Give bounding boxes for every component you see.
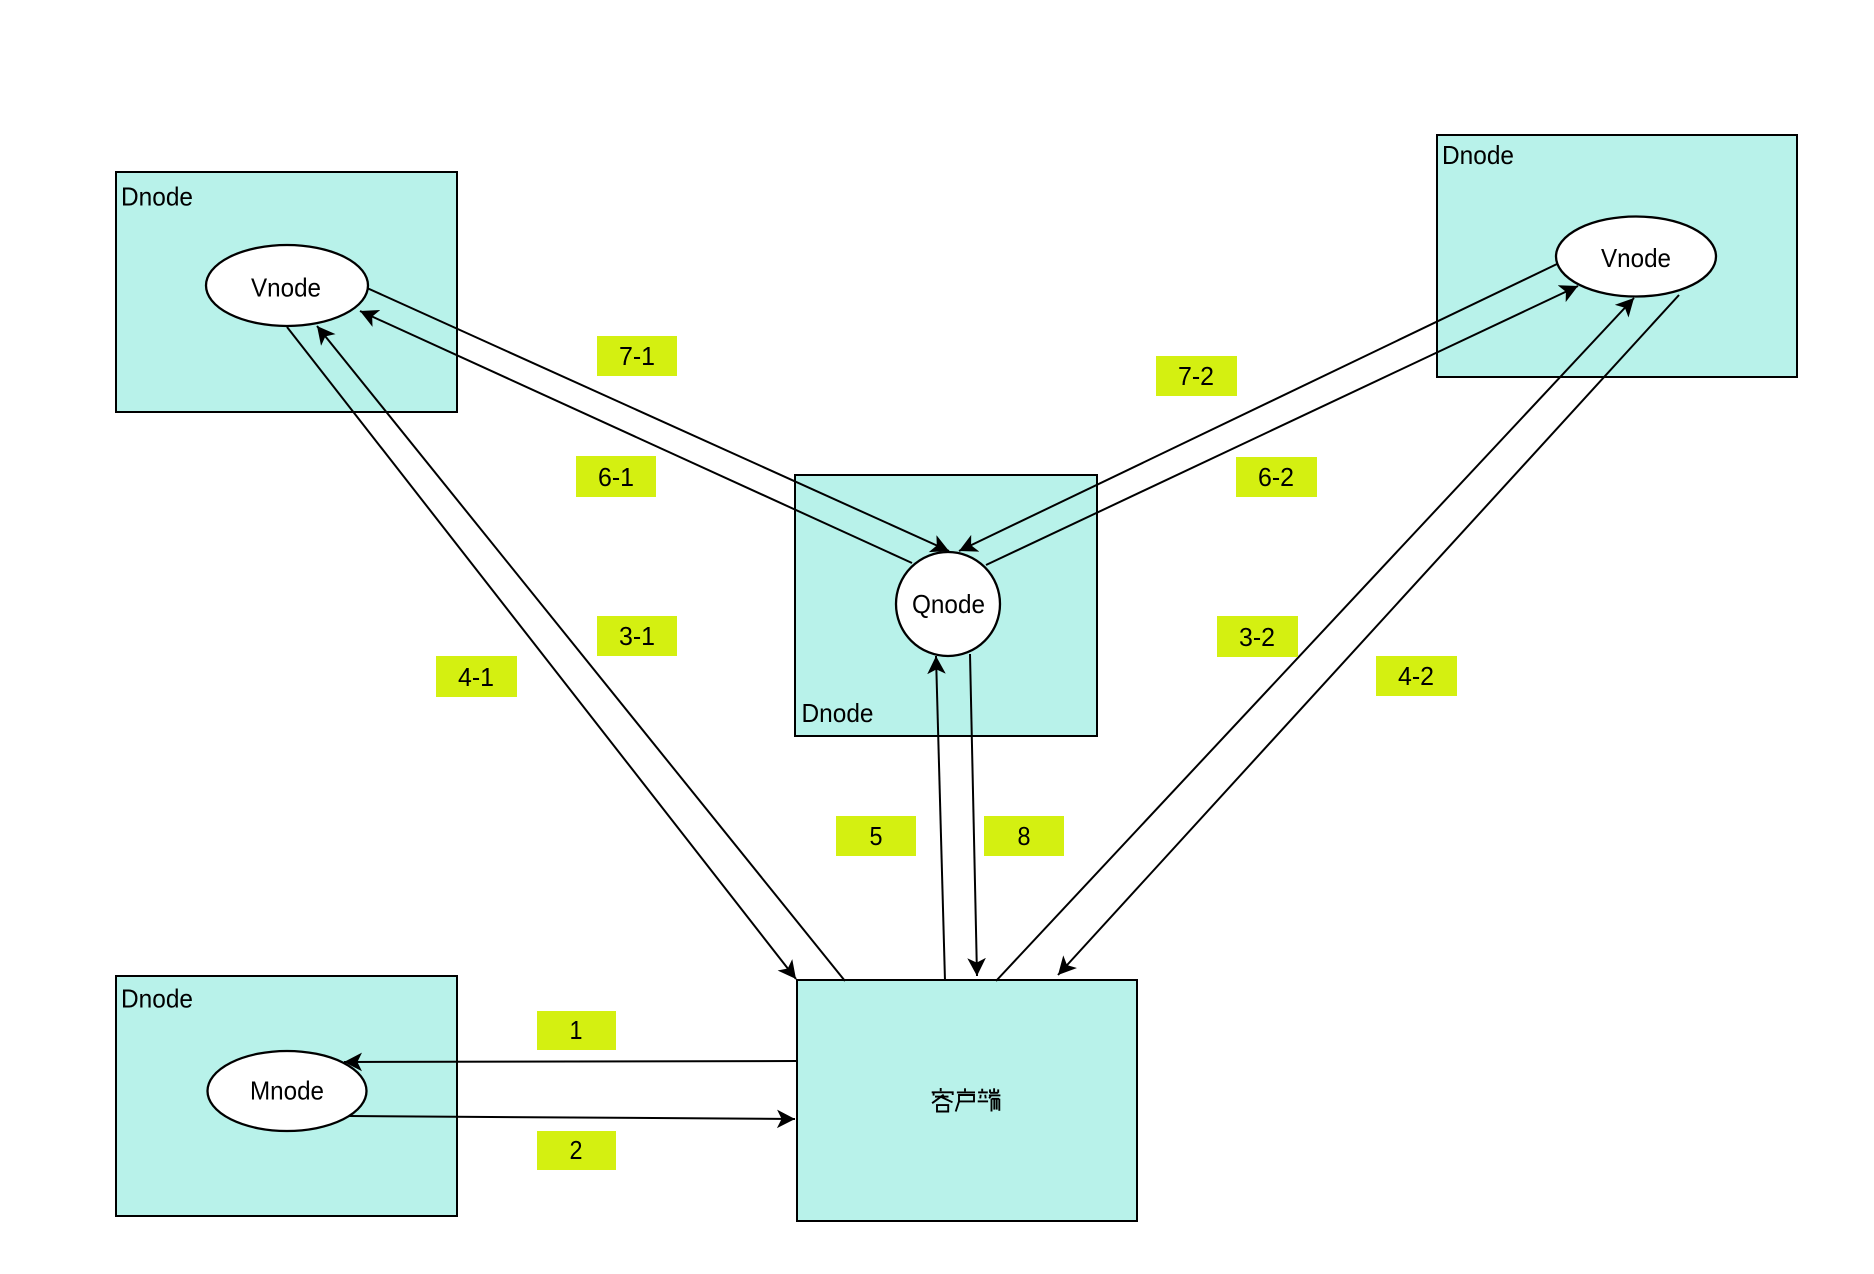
svg-text:Dnode: Dnode [121, 182, 193, 212]
svg-text:Dnode: Dnode [802, 698, 874, 728]
svg-text:Dnode: Dnode [1442, 140, 1514, 170]
svg-text:2: 2 [570, 1135, 583, 1165]
svg-text:8: 8 [1018, 821, 1031, 851]
svg-text:6-2: 6-2 [1258, 462, 1294, 492]
svg-text:4-1: 4-1 [458, 662, 494, 692]
svg-text:7-2: 7-2 [1178, 361, 1214, 391]
svg-text:Mnode: Mnode [250, 1076, 324, 1106]
svg-text:7-1: 7-1 [619, 341, 655, 371]
svg-text:Dnode: Dnode [121, 984, 193, 1014]
svg-text:5: 5 [870, 821, 883, 851]
svg-text:3-2: 3-2 [1239, 622, 1275, 652]
svg-text:6-1: 6-1 [598, 462, 634, 492]
svg-text:Vnode: Vnode [1601, 243, 1671, 273]
svg-text:Qnode: Qnode [912, 589, 985, 619]
svg-text:3-1: 3-1 [619, 621, 655, 651]
svg-text:4-2: 4-2 [1398, 661, 1434, 691]
svg-text:Vnode: Vnode [251, 273, 321, 303]
svg-text:1: 1 [570, 1015, 583, 1045]
